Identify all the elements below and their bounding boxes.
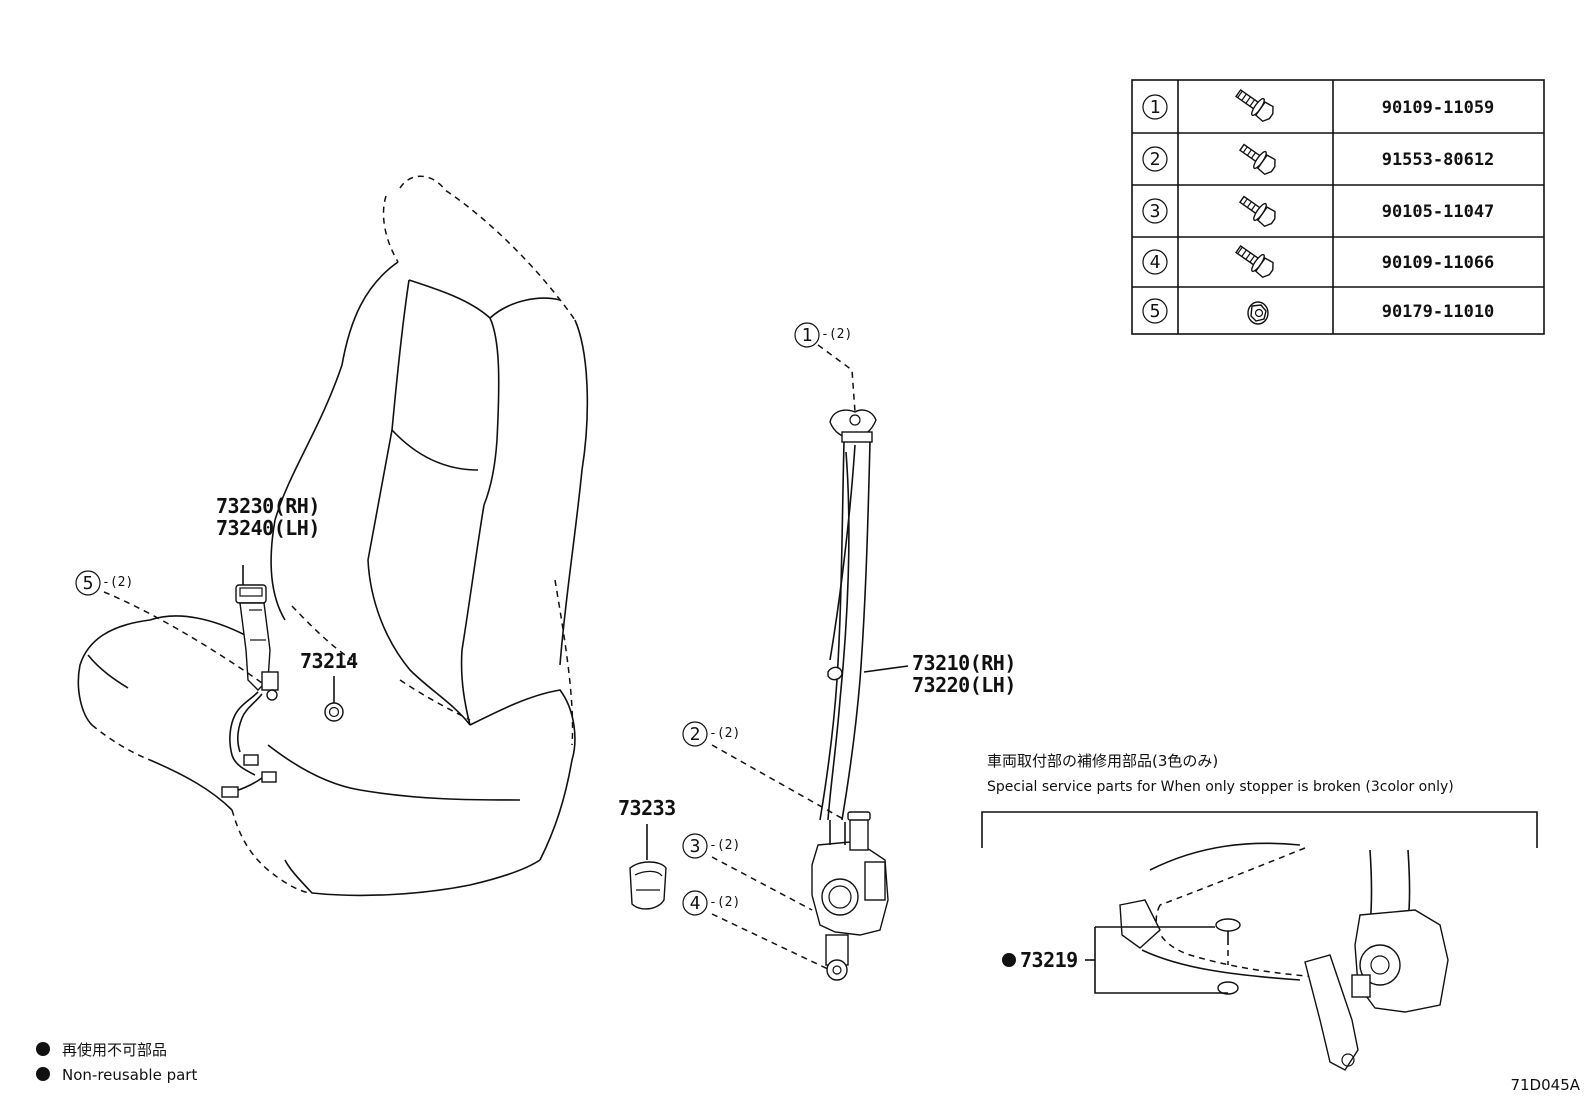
table-row: 5 90179-11010 — [1142, 298, 1495, 325]
flange-bolt-icon — [1238, 195, 1276, 228]
svg-text:1: 1 — [802, 325, 813, 346]
svg-text:-(2): -(2) — [709, 838, 740, 853]
svg-text:2: 2 — [690, 724, 701, 745]
flange-nut-icon — [1247, 301, 1269, 325]
flange-bolt-icon — [1235, 244, 1274, 279]
table-ref: 2 — [1150, 149, 1161, 170]
part-number: 90109-11059 — [1382, 98, 1495, 118]
svg-text:-(2): -(2) — [709, 726, 740, 741]
flange-bolt-icon — [1235, 88, 1274, 123]
buckle-lh-label: 73240(LH) — [216, 516, 320, 540]
ref-number-circle — [1142, 94, 1168, 120]
ref-number-circle — [1142, 146, 1168, 172]
svg-text:3: 3 — [690, 836, 701, 857]
part-73219-label: 73219 — [1020, 948, 1078, 972]
part-73233-label: 73233 — [618, 796, 676, 820]
diagram-code: 71D045A — [1510, 1076, 1580, 1094]
svg-text:5: 5 — [83, 573, 94, 594]
table-ref: 1 — [1150, 97, 1161, 118]
part-number: 90179-11010 — [1382, 302, 1495, 322]
callout-4: 4 -(2) — [682, 890, 831, 971]
grommet-icon — [324, 702, 344, 722]
non-reusable-mark-icon — [1002, 953, 1016, 967]
legend: 再使用不可部品 Non-reusable part — [36, 1041, 197, 1084]
service-box-title-en: Special service parts for When only stop… — [987, 779, 1454, 795]
svg-text:-(2): -(2) — [102, 575, 133, 590]
legend-en: Non-reusable part — [62, 1066, 197, 1084]
ref-number-circle — [1142, 249, 1168, 275]
stopper-detail-drawing — [1085, 842, 1449, 1071]
belt-cover-icon — [629, 861, 667, 910]
service-box-title-jp: 車両取付部の補修用部品(3色のみ) — [987, 752, 1218, 770]
table-row: 3 90105-11047 — [1142, 195, 1495, 228]
callout-1: 1 -(2) — [794, 322, 856, 413]
svg-text:4: 4 — [690, 893, 701, 914]
buckle-rh-label: 73230(RH) — [216, 494, 320, 518]
callout-3: 3 -(2) — [682, 833, 813, 911]
callout-2: 2 -(2) — [682, 721, 846, 821]
part-number: 90109-11066 — [1382, 253, 1495, 273]
table-row: 2 91553-80612 — [1142, 143, 1495, 176]
table-ref: 4 — [1150, 252, 1161, 273]
legend-jp: 再使用不可部品 — [62, 1041, 167, 1059]
svg-text:-(2): -(2) — [821, 327, 852, 342]
table-ref: 3 — [1150, 201, 1161, 222]
ref-number-circle — [1142, 198, 1168, 224]
callout-5: 5 -(2) — [75, 570, 263, 684]
fastener-table: 1 90109-11059 2 — [1131, 79, 1545, 335]
seat-belt-retractor-assembly — [811, 409, 889, 981]
part-number: 91553-80612 — [1382, 150, 1495, 170]
part-number: 90105-11047 — [1382, 202, 1495, 222]
belt-rh-label: 73210(RH) — [912, 651, 1016, 675]
table-row: 1 90109-11059 — [1142, 88, 1495, 123]
table-row: 4 90109-11066 — [1142, 244, 1495, 279]
non-reusable-mark-icon — [36, 1042, 50, 1056]
ref-number-circle — [1142, 298, 1168, 324]
part-73214-label: 73214 — [300, 649, 358, 673]
seat-belt-buckle — [221, 565, 279, 798]
svg-text:-(2): -(2) — [709, 895, 740, 910]
seat-outline — [77, 175, 589, 897]
table-ref: 5 — [1150, 301, 1161, 322]
non-reusable-mark-icon — [36, 1067, 50, 1081]
belt-lh-label: 73220(LH) — [912, 673, 1016, 697]
flange-bolt-icon — [1238, 143, 1276, 176]
